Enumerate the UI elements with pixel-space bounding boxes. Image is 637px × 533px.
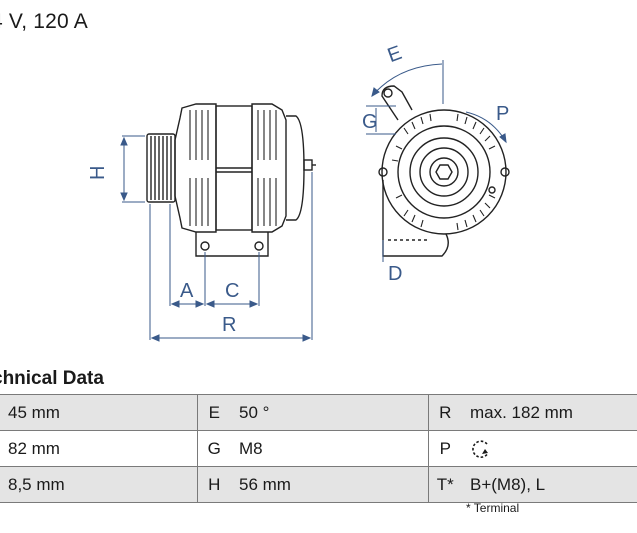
alternator-drawing: H A C R bbox=[87, 42, 510, 342]
value-cell: 56 mm bbox=[231, 466, 428, 503]
dim-label-e: E bbox=[385, 42, 405, 67]
dim-label-d: D bbox=[388, 263, 402, 285]
rotation-clockwise-icon bbox=[472, 439, 489, 458]
footnote: * Terminal bbox=[466, 501, 520, 515]
value-cell: B+(M8), L bbox=[462, 466, 637, 503]
dim-label-g: G bbox=[362, 111, 378, 133]
key-cell: T* bbox=[427, 466, 462, 503]
section-heading: chnical Data bbox=[0, 368, 104, 389]
key-cell: E bbox=[196, 394, 231, 431]
front-view bbox=[378, 85, 510, 257]
value-cell: 50 ° bbox=[231, 394, 428, 431]
key-cell: R bbox=[427, 394, 462, 431]
dim-label-p: P bbox=[496, 103, 509, 125]
rotation-cell bbox=[462, 430, 637, 467]
value-cell: 8,5 mm bbox=[0, 466, 197, 503]
table-row: 82 mm G M8 P bbox=[0, 430, 637, 467]
front-dimensions bbox=[366, 60, 507, 262]
value-cell: 45 mm bbox=[0, 394, 197, 431]
key-cell: G bbox=[196, 430, 231, 467]
dim-label-h: H bbox=[87, 166, 109, 180]
dim-label-c: C bbox=[225, 280, 239, 302]
dim-label-a: A bbox=[180, 280, 194, 302]
table-row: 45 mm E 50 ° R max. 182 mm bbox=[0, 394, 637, 431]
product-title: 4 V, 120 A bbox=[0, 10, 88, 33]
side-dimensions bbox=[120, 135, 313, 342]
technical-data-table: 45 mm E 50 ° R max. 182 mm 82 mm G M8 P … bbox=[0, 394, 637, 503]
side-view bbox=[146, 103, 316, 257]
table-row: 8,5 mm H 56 mm T* B+(M8), L bbox=[0, 466, 637, 503]
key-cell: P bbox=[427, 430, 462, 467]
dim-label-r: R bbox=[222, 314, 236, 336]
pulley bbox=[146, 133, 176, 203]
key-cell: H bbox=[196, 466, 231, 503]
value-cell: max. 182 mm bbox=[462, 394, 637, 431]
value-cell: M8 bbox=[231, 430, 428, 467]
value-cell: 82 mm bbox=[0, 430, 197, 467]
